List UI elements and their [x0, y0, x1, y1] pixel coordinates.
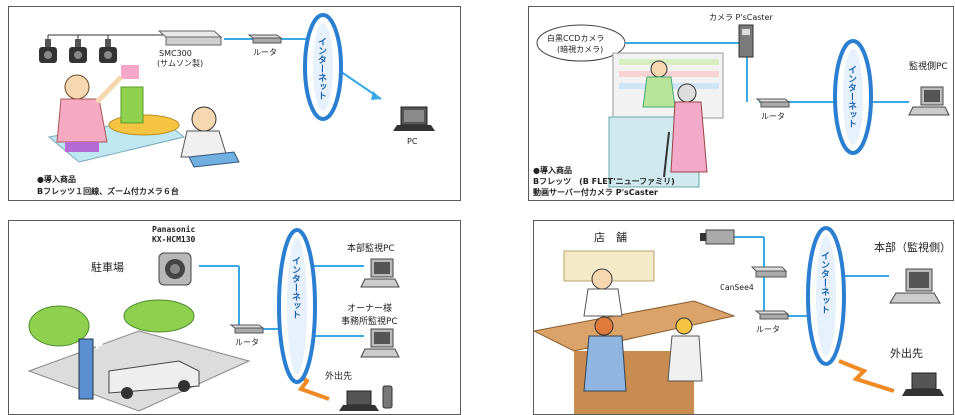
camera-icon: [39, 39, 57, 63]
owner-pc-label: オーナー様: [347, 304, 393, 314]
router-icon: [754, 310, 790, 320]
router-label: ルータ: [235, 338, 259, 347]
monitor-pc-label: 監視側PC: [909, 62, 948, 72]
panel-parking-monitor-system: Panasonic KX-HCM130 駐車場 ルータ インターネット 本部監視…: [8, 220, 461, 415]
internet-label: インターネット: [819, 251, 829, 314]
parking-lot-illustration: [27, 299, 251, 412]
product-intro-heading: ●導入商品: [37, 175, 76, 184]
outside-label: 外出先: [890, 347, 923, 360]
laptop-icon: [393, 106, 435, 131]
desktop-pc-icon: [908, 86, 950, 116]
hq-pc-label: 本部監視PC: [347, 244, 395, 254]
owner-office-pc-label: 事務所監視PC: [341, 317, 398, 327]
panel3-diagram: [27, 228, 400, 412]
store-label: 店 舗: [594, 231, 627, 244]
camera-callout-line1: 白黒CCDカメラ: [547, 34, 605, 43]
internet-label: インターネット: [846, 65, 856, 128]
internet-cloud-icon: [277, 228, 317, 384]
router-icon: [755, 98, 791, 108]
cansee-device-icon: [750, 266, 788, 278]
product-intro-heading: ●導入商品: [533, 166, 572, 175]
router-label: ルータ: [253, 48, 277, 57]
router-label: ルータ: [761, 112, 785, 121]
internet-label: インターネット: [316, 37, 326, 100]
parking-sign: P: [95, 339, 104, 352]
shop-counter-illustration: [534, 250, 736, 414]
pc-label: PC: [407, 137, 418, 146]
desktop-pc-icon: [360, 328, 400, 358]
desktop-pc-icon: [889, 268, 941, 304]
hq-monitor-label: 本部（監視側）: [874, 241, 951, 254]
internet-label: インターネット: [290, 256, 300, 319]
device-label: SMC300: [159, 49, 192, 58]
camera-icon: [700, 229, 735, 245]
desktop-pc-icon: [360, 258, 400, 288]
product-intro-text: 動画サーバー付カメラ P'sCaster: [533, 188, 659, 197]
arrow-head: [371, 91, 381, 100]
internet-cloud-icon: [303, 13, 343, 121]
cansee-label: CanSee4: [720, 283, 754, 292]
internet-cloud-icon: [806, 226, 846, 366]
product-intro-text: Bフレッツ (B FLET'ニューファミリ): [533, 177, 675, 186]
laptop-icon: [902, 372, 944, 396]
parking-label: 駐車場: [91, 261, 124, 274]
laptop-icon: [339, 390, 379, 411]
shop-illustration: [608, 52, 724, 188]
panel-zoom-camera-system: SMC300 (サムソン製) ルータ インターネット PC ●導入商品 Bフレッ…: [8, 6, 461, 201]
camera-label: カメラ P'sCaster: [709, 13, 773, 22]
panel-store-monitor-system: 店 舗 CanSee4 ルータ インターネット 本部（監視側） 外出先: [533, 220, 954, 415]
panel2-diagram: [536, 24, 950, 188]
panel4-diagram: [534, 226, 944, 414]
camera-brand-label: Panasonic: [152, 225, 196, 234]
server-device-icon: [157, 30, 223, 46]
router-icon: [247, 34, 283, 44]
product-intro-text: Bフレッツ１回線、ズーム付カメラ６台: [37, 187, 179, 196]
camera-server-icon: [738, 24, 754, 58]
camera-icon: [69, 39, 87, 63]
camera-model-label: KX-HCM130: [152, 235, 196, 244]
panel1-diagram: [39, 13, 435, 168]
wireless-bolt: [838, 359, 895, 393]
device-maker-label: (サムソン製): [157, 59, 204, 68]
internet-cloud-icon: [833, 39, 873, 155]
children-illustration: [47, 65, 240, 168]
network-camera-icon: [158, 252, 192, 286]
camera-icon: [99, 39, 117, 63]
camera-callout-line2: (暗視カメラ): [557, 45, 604, 54]
router-icon: [229, 324, 265, 334]
outside-label: 外出先: [325, 372, 353, 382]
mobile-phone-icon: [382, 385, 393, 409]
panel-ps-caster-system: 白黒CCDカメラ (暗視カメラ) カメラ P'sCaster ルータ インターネ…: [528, 6, 954, 201]
router-label: ルータ: [756, 325, 780, 334]
